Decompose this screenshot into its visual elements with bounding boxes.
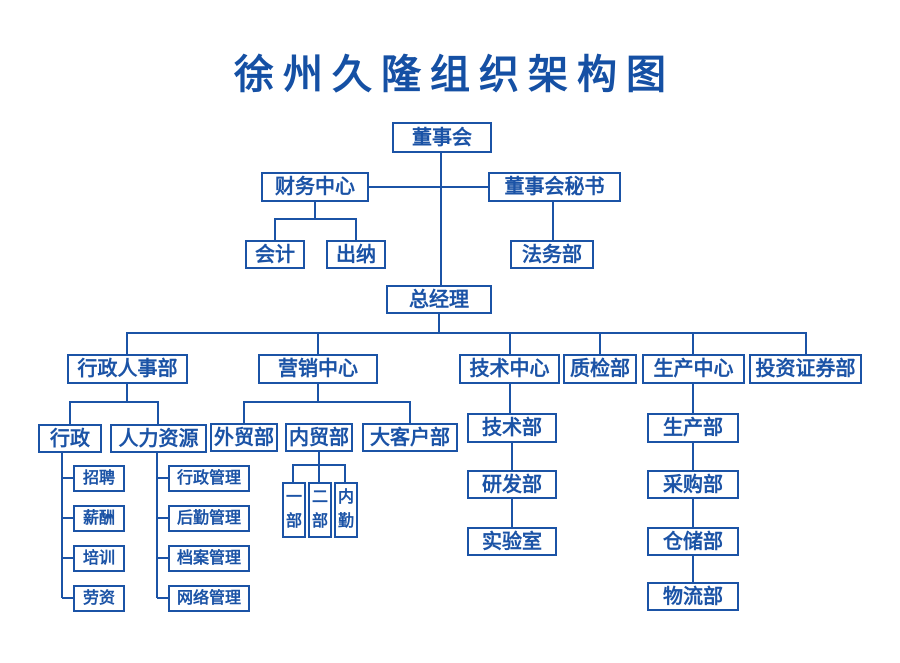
node-accounting: 会计 [245, 240, 305, 269]
node-archives-mgmt: 档案管理 [168, 545, 250, 572]
node-production-dept: 生产部 [647, 413, 739, 443]
node-legal-dept: 法务部 [510, 240, 594, 269]
node-general-manager: 总经理 [386, 285, 492, 314]
node-lab: 实验室 [467, 527, 557, 556]
node-compensation: 薪酬 [73, 505, 125, 532]
node-qc-dept: 质检部 [563, 354, 637, 384]
node-logistics-support-mgmt: 后勤管理 [168, 505, 250, 532]
node-board-secretary: 董事会秘书 [488, 172, 621, 202]
node-labor-relations: 劳资 [73, 585, 125, 612]
node-network-mgmt: 网络管理 [168, 585, 250, 612]
node-dept-two: 二部 [308, 482, 332, 538]
node-human-resources: 人力资源 [110, 424, 207, 453]
node-admin: 行政 [38, 424, 102, 453]
node-tech-center: 技术中心 [459, 354, 560, 384]
node-investment-securities-dept: 投资证券部 [749, 354, 862, 384]
node-board: 董事会 [392, 122, 492, 153]
node-recruiting: 招聘 [73, 465, 125, 492]
node-admin-hr-dept: 行政人事部 [67, 354, 188, 384]
node-cashier: 出纳 [326, 240, 386, 269]
node-marketing-center: 营销中心 [258, 354, 378, 384]
node-logistics-dept: 物流部 [647, 582, 739, 611]
node-foreign-trade-dept: 外贸部 [210, 423, 278, 452]
node-purchasing-dept: 采购部 [647, 470, 739, 499]
node-tech-dept: 技术部 [467, 413, 557, 443]
node-internal-support: 内勤 [334, 482, 358, 538]
node-key-accounts-dept: 大客户部 [362, 423, 458, 452]
node-training: 培训 [73, 545, 125, 572]
node-rd-dept: 研发部 [467, 470, 557, 499]
node-domestic-trade-dept: 内贸部 [285, 423, 353, 452]
node-warehouse-dept: 仓储部 [647, 527, 739, 556]
node-production-center: 生产中心 [642, 354, 745, 384]
node-admin-mgmt: 行政管理 [168, 465, 250, 492]
node-dept-one: 一部 [282, 482, 306, 538]
page-title: 徐州久隆组织架构图 [234, 53, 675, 97]
node-finance-center: 财务中心 [261, 172, 369, 202]
